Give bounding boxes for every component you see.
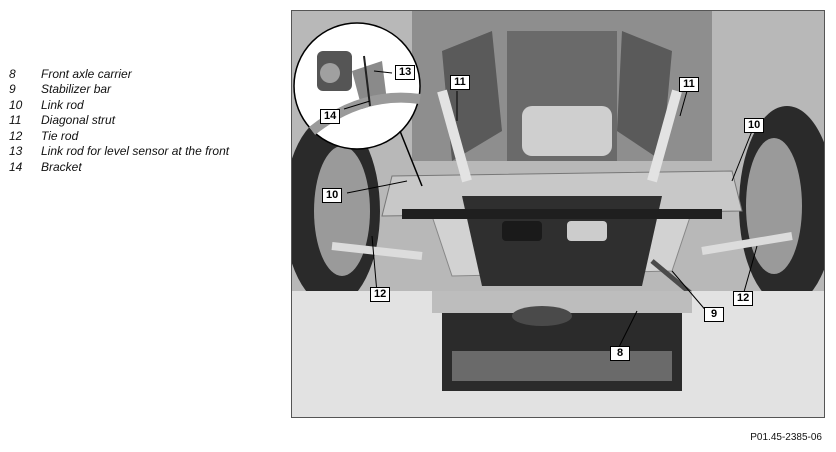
callout-label: 8 bbox=[610, 346, 630, 361]
legend-number: 8 bbox=[9, 66, 16, 81]
figure-reference-code: P01.45-2385-06 bbox=[750, 432, 822, 443]
legend-item: 11 Diagonal strut bbox=[9, 113, 229, 129]
photo-illustration bbox=[292, 11, 824, 417]
callout-label: 12 bbox=[733, 291, 754, 306]
legend-text: Front axle carrier bbox=[41, 66, 132, 81]
legend-text: Tie rod bbox=[41, 128, 79, 143]
legend-item: 13 Link rod for level sensor at the front bbox=[9, 144, 229, 160]
legend-item: 8 Front axle carrier bbox=[9, 66, 229, 82]
legend-item: 9 Stabilizer bar bbox=[9, 82, 229, 98]
legend-number: 12 bbox=[9, 128, 23, 143]
callout-label: 12 bbox=[370, 287, 391, 302]
legend-item: 14 Bracket bbox=[9, 159, 229, 175]
legend-text: Stabilizer bar bbox=[41, 82, 112, 97]
callout-label: 11 bbox=[679, 77, 699, 92]
callout-label: 10 bbox=[322, 188, 343, 203]
callout-label: 10 bbox=[744, 118, 765, 133]
callout-label: 11 bbox=[450, 75, 470, 90]
legend-text: Bracket bbox=[41, 159, 82, 174]
callout-label: 13 bbox=[395, 65, 416, 80]
undercarriage-photo: 13 14 11 11 10 10 12 12 9 8 bbox=[291, 10, 825, 418]
legend-number: 11 bbox=[9, 113, 22, 128]
callout-label: 9 bbox=[704, 307, 724, 322]
legend-item: 12 Tie rod bbox=[9, 128, 229, 144]
legend-text: Link rod bbox=[41, 97, 84, 112]
legend-text: Diagonal strut bbox=[41, 113, 116, 128]
callout-label: 14 bbox=[320, 109, 341, 124]
legend-number: 9 bbox=[9, 82, 16, 97]
legend-number: 14 bbox=[9, 159, 23, 174]
legend-item: 10 Link rod bbox=[9, 97, 229, 113]
legend-number: 13 bbox=[9, 144, 23, 159]
legend-number: 10 bbox=[9, 97, 23, 112]
legend-text: Link rod for level sensor at the front bbox=[41, 144, 230, 159]
